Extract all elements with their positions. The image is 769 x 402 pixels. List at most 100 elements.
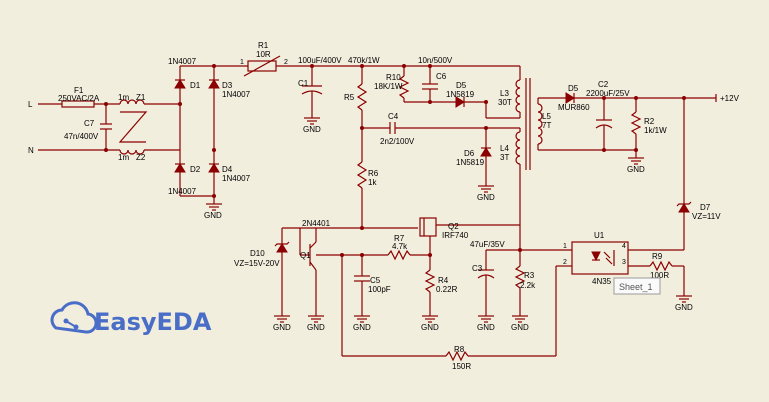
terminal-n: N [28, 146, 34, 155]
d6-val: 1N5819 [456, 158, 485, 167]
r2-ref: R2 [644, 117, 655, 126]
c2-val: 2200uF/25V [586, 89, 630, 98]
d3-val: 1N4007 [222, 90, 251, 99]
l4-ref: L4 [500, 144, 509, 153]
r6-val: 1k [368, 178, 377, 187]
z2-ind: 1m [118, 153, 129, 162]
gnd-c1: GND [303, 125, 321, 134]
d6-ref: D6 [464, 149, 475, 158]
logo-text: EasyEDA [94, 308, 212, 336]
d3-ref: D3 [222, 81, 233, 90]
c4-ref: C4 [388, 112, 399, 121]
d7-ref: D7 [700, 203, 711, 212]
gnd-d10: GND [273, 323, 291, 332]
r4-ref: R4 [438, 276, 449, 285]
d5-ref: D5 [456, 81, 467, 90]
q2-val: IRF740 [442, 231, 469, 240]
transformer [478, 66, 717, 251]
r6-ref: R6 [368, 169, 379, 178]
snubber [398, 66, 488, 108]
q2-ref: Q2 [448, 222, 459, 231]
d7-val: VZ=11V [692, 212, 721, 221]
labels: L N +12V F1 250VAC/2A C7 47n/400V 1m Z1 … [28, 41, 740, 371]
l5-val: 7T [542, 121, 551, 130]
c1-ref: C1 [298, 79, 309, 88]
hv-bus [243, 55, 520, 230]
gnd-d6: GND [477, 193, 495, 202]
d2-ref: D2 [190, 165, 201, 174]
c5-val: 100pF [368, 285, 391, 294]
u1-pin4: 4 [622, 243, 626, 250]
q1-val: 2N4401 [302, 219, 331, 228]
d5-val: 1N5819 [446, 90, 475, 99]
r8-ref: R8 [454, 345, 465, 354]
l3-val: 30T [498, 98, 512, 107]
r1-ref: R1 [258, 41, 269, 50]
gnd-r3: GND [511, 323, 529, 332]
cloud-icon [50, 301, 98, 334]
u1-ref: U1 [594, 231, 605, 240]
r9-ref: R9 [652, 252, 663, 261]
primary-control [274, 170, 572, 362]
d10-ref: D10 [250, 249, 265, 258]
c7-ref: C7 [84, 119, 95, 128]
u1-pin3: 3 [622, 259, 626, 266]
easyeda-logo: EasyEDA [50, 301, 212, 336]
bridge-rectifier [174, 64, 248, 211]
gnd-r9: GND [675, 303, 693, 312]
f1-val: 250VAC/2A [58, 94, 100, 103]
l3-ref: L3 [500, 89, 509, 98]
aux-and-opto [477, 225, 692, 323]
d5b-ref: D5 [568, 84, 579, 93]
r8-val: 150R [452, 362, 471, 371]
terminal-12v: +12V [720, 94, 740, 103]
r1-pin1: 1 [240, 59, 244, 66]
r3-ref: R3 [524, 271, 535, 280]
r10-ref: R10 [386, 73, 401, 82]
l4-val: 3T [500, 153, 509, 162]
r5-val: 470k/1W [348, 56, 380, 65]
gnd-q1: GND [307, 323, 325, 332]
c1-val: 100uF/400V [298, 56, 342, 65]
r1-pin2: 2 [284, 59, 288, 66]
gnd-bridge: GND [204, 211, 222, 220]
c5-ref: C5 [370, 276, 381, 285]
r4-val: 0.22R [436, 285, 458, 294]
c6-val: 10n/500V [418, 56, 453, 65]
r7-val: 4.7k [392, 242, 408, 251]
r1-val: 10R [256, 50, 271, 59]
gnd-r4: GND [421, 323, 439, 332]
r2-val: 1k/1W [644, 126, 667, 135]
c2-ref: C2 [598, 80, 609, 89]
u1-val: 4N35 [592, 277, 612, 286]
sheet-tag-label: Sheet_1 [619, 282, 653, 292]
c4-val: 2n2/100V [380, 137, 415, 146]
z1-ref: Z1 [136, 93, 146, 102]
d1-val: 1N4007 [168, 57, 197, 66]
z2-ref: Z2 [136, 153, 146, 162]
d10-val: VZ=15V-20V [234, 259, 280, 268]
gnd-c3: GND [477, 323, 495, 332]
r3-val: 2.2k [520, 281, 536, 290]
d2-val: 1N4007 [168, 187, 197, 196]
r7-ref: R7 [394, 234, 405, 243]
r10-val: 18K/1W [374, 82, 403, 91]
l5-ref: L5 [542, 112, 551, 121]
d5b-val: MUR860 [558, 103, 590, 112]
gnd-c5: GND [353, 323, 371, 332]
r9-val: 100R [650, 271, 669, 280]
gnd-r2: GND [627, 165, 645, 174]
sheet-tag[interactable]: Sheet_1 [613, 277, 661, 295]
r5-ref: R5 [344, 93, 355, 102]
d4-val: 1N4007 [222, 174, 251, 183]
d4-ref: D4 [222, 165, 233, 174]
u1-pin1: 1 [563, 243, 567, 250]
q1-ref: Q1 [300, 251, 311, 260]
optocoupler-u1 [571, 241, 629, 275]
u1-pin2: 2 [563, 259, 567, 266]
c3-val: 47uF/35V [470, 240, 505, 249]
z1-ind: 1m [118, 93, 129, 102]
c7-val: 47n/400V [64, 132, 99, 141]
